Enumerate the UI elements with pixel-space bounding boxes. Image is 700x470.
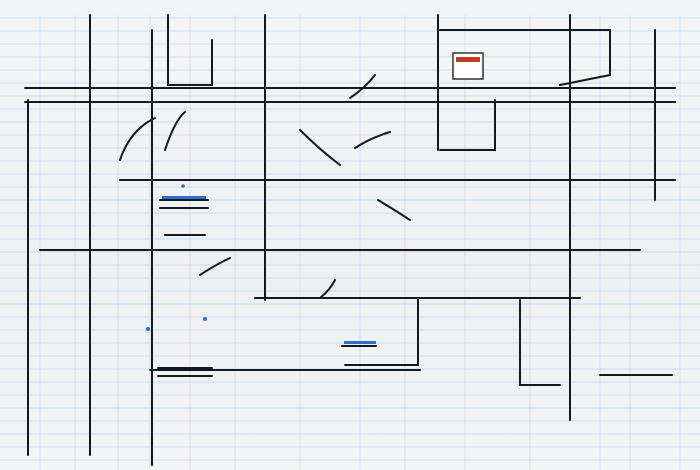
blue-dot-1 <box>203 317 207 321</box>
door-swing-1 <box>119 117 156 161</box>
blue-bar-marker <box>162 196 206 199</box>
door-swing-8 <box>349 74 376 99</box>
room-outline-right <box>439 29 611 86</box>
red-marker-box <box>452 52 484 80</box>
door-swing-2 <box>164 111 186 151</box>
room-outline-top <box>167 14 213 86</box>
door-swing-5 <box>377 199 411 221</box>
blue-bar-marker-2 <box>344 341 376 344</box>
door-swing-7 <box>319 279 336 299</box>
blue-dot-2 <box>146 327 150 331</box>
door-swing-6 <box>199 257 231 276</box>
door-swing-4 <box>354 131 391 149</box>
door-swing-3 <box>299 129 341 166</box>
room-outline-mid <box>439 99 496 151</box>
blue-dot-3 <box>181 184 185 188</box>
room-outline-lower <box>344 297 419 366</box>
room-outline-bottom <box>519 299 561 386</box>
